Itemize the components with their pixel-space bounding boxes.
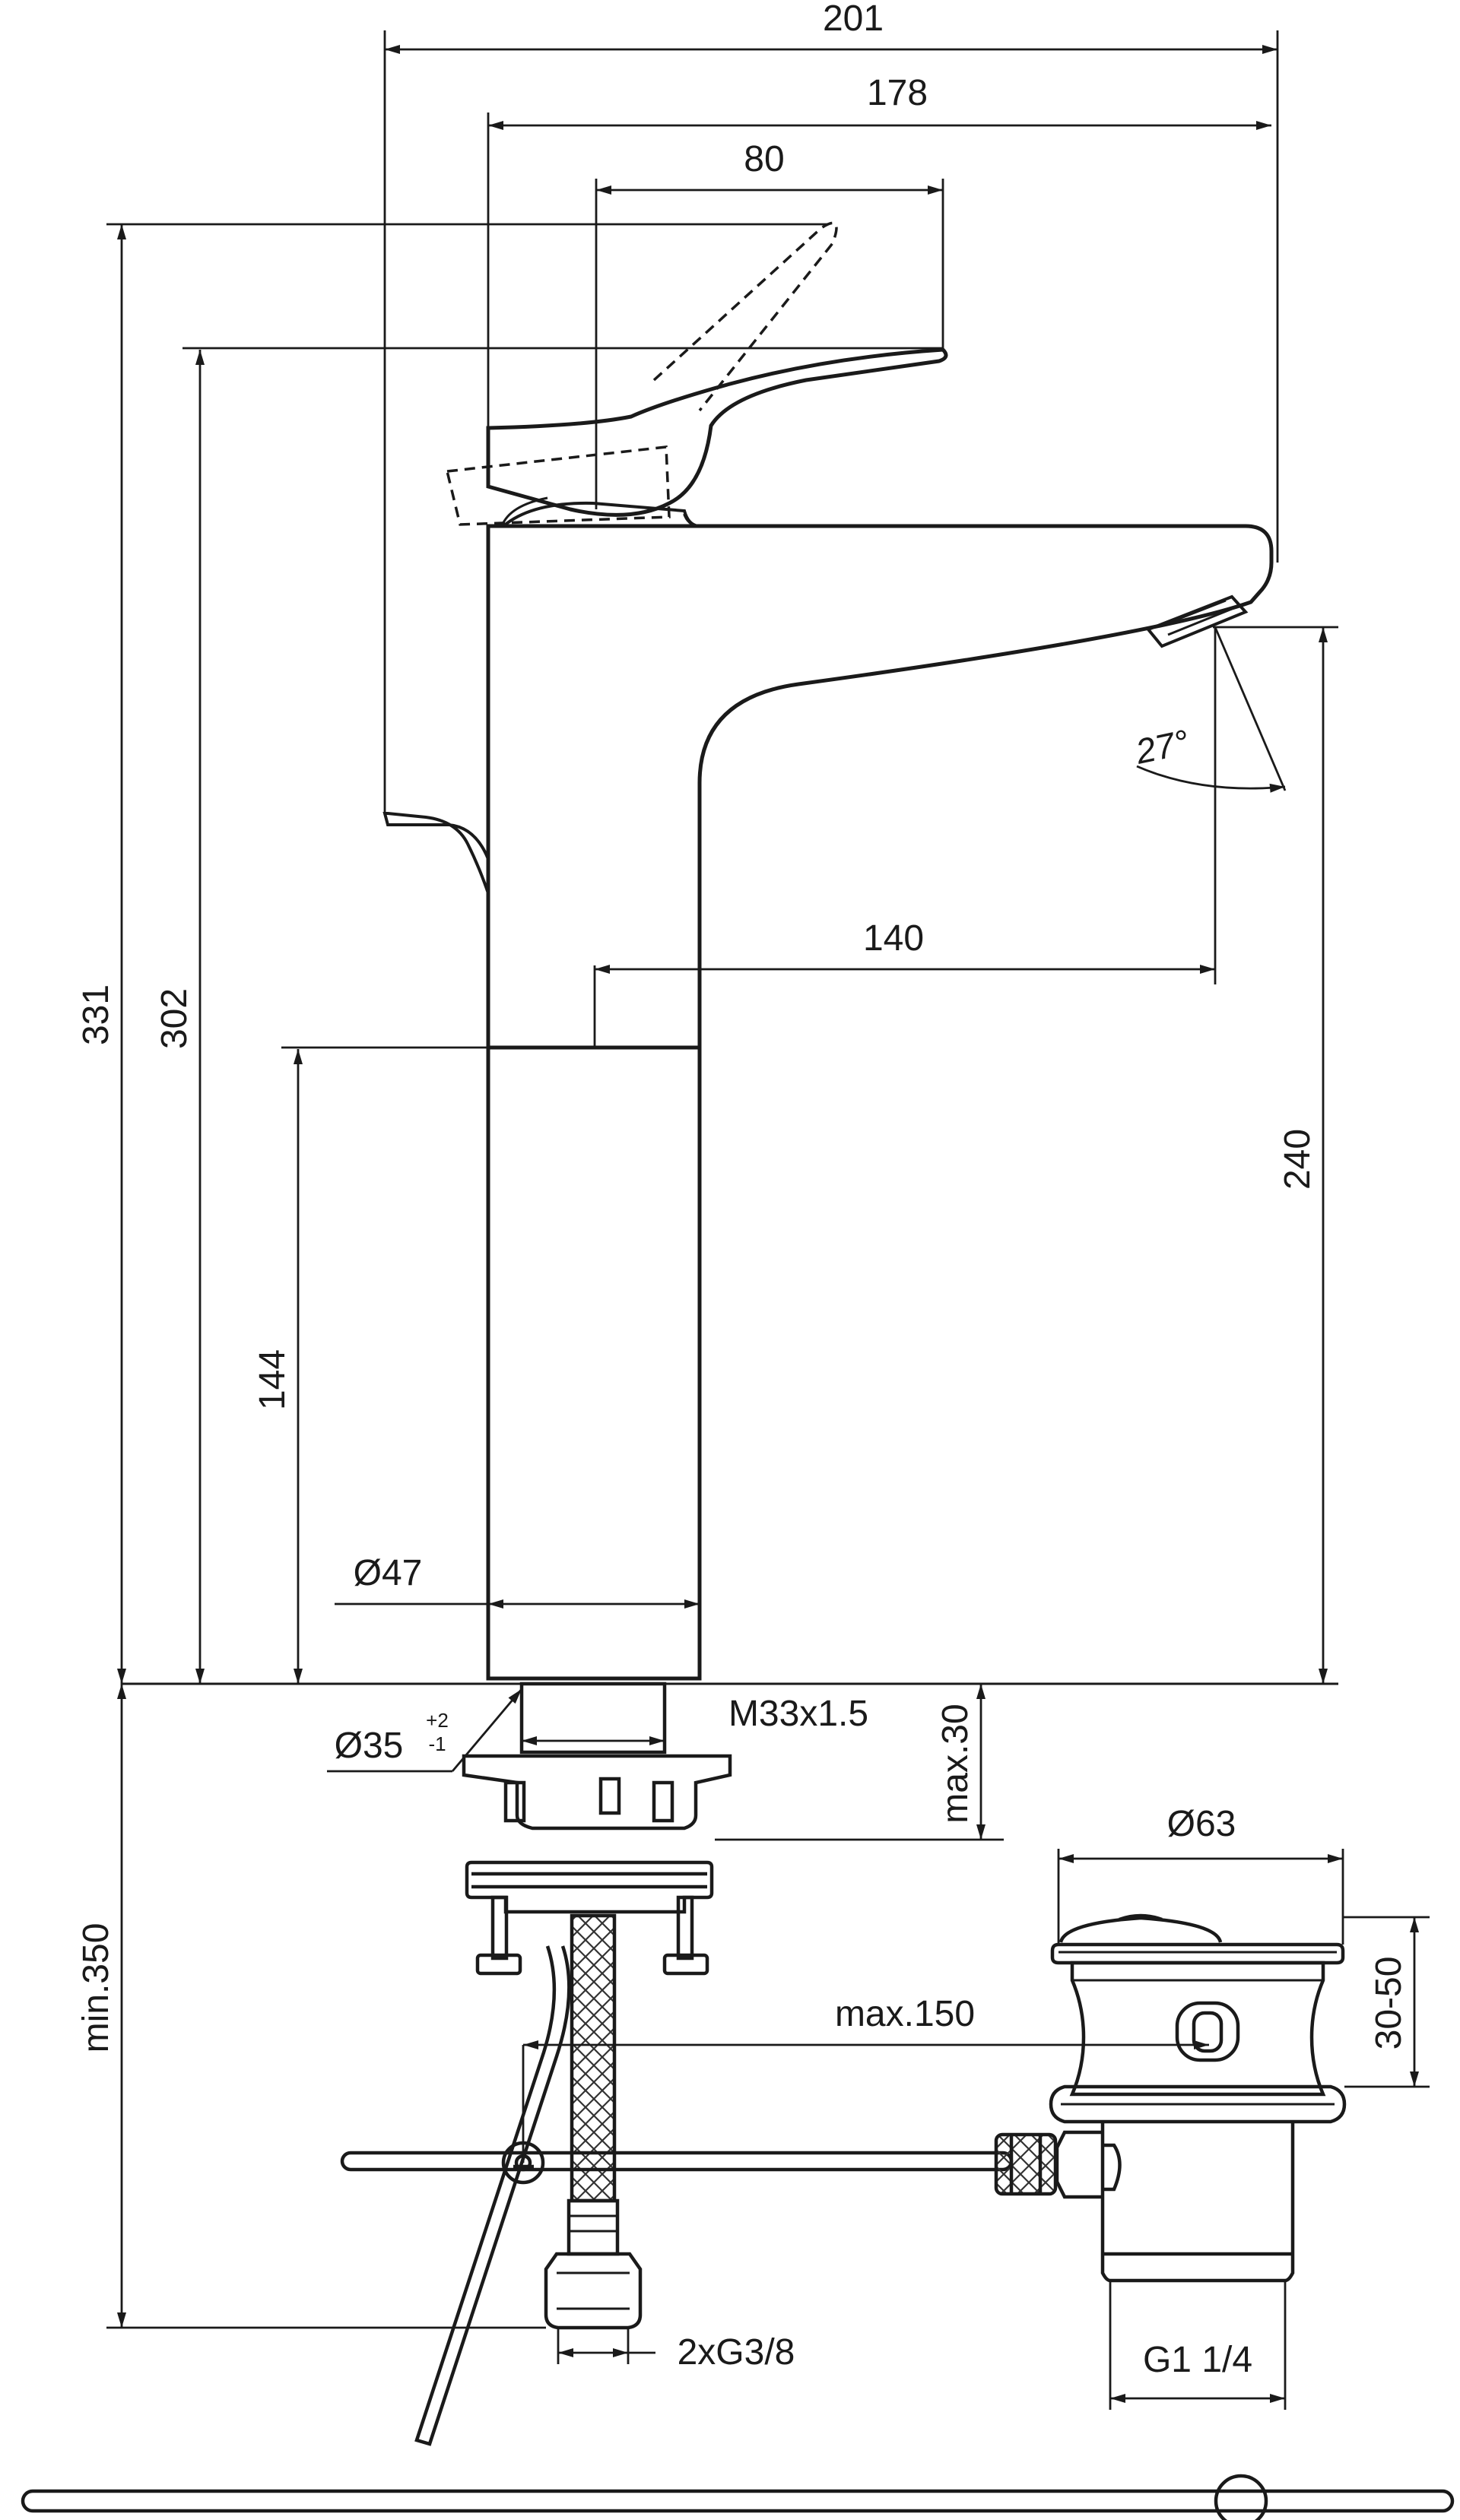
- dim-diameter-47: Ø47: [354, 1553, 423, 1593]
- base-rod: [21, 2474, 1455, 2520]
- drain-rod-lever: [382, 812, 490, 894]
- dim-max-150: max.150: [835, 1994, 975, 2034]
- braided-hose: [544, 1913, 643, 2330]
- lever-handle: [486, 347, 948, 528]
- dim-178: 178: [867, 73, 928, 113]
- lever-open-position: [445, 221, 838, 526]
- dim-240: 240: [1278, 1129, 1318, 1190]
- dim-140: 140: [863, 918, 924, 959]
- pop-up-waste: [994, 1913, 1347, 2283]
- dim-diameter-35: Ø35: [335, 1726, 404, 1766]
- dim-tolerance-plus: +2: [426, 1709, 449, 1732]
- dim-201: 201: [823, 0, 884, 39]
- dim-g114: G1 1/4: [1143, 2340, 1252, 2380]
- dim-302: 302: [154, 988, 195, 1049]
- aerator: [1145, 594, 1249, 648]
- dim-tolerance-minus: -1: [428, 1732, 446, 1755]
- dim-diameter-63: Ø63: [1167, 1804, 1236, 1844]
- dimension-labels: 201 178 80 331 302 144 140 240 27° Ø47 Ø…: [76, 0, 1409, 2380]
- mounting-assembly: [462, 1682, 732, 1976]
- dim-331: 331: [76, 984, 116, 1045]
- dim-angle-27: 27°: [1132, 722, 1192, 772]
- dim-min-350: min.350: [76, 1923, 116, 2053]
- dim-2xg38: 2xG3/8: [678, 2332, 795, 2373]
- dim-144: 144: [252, 1349, 293, 1410]
- dim-max-30: max.30: [935, 1704, 976, 1823]
- dimension-lines: [106, 30, 1430, 2410]
- dim-thread-m33: M33x1.5: [728, 1694, 868, 1734]
- faucet-body: [382, 347, 1274, 1681]
- dim-30-50: 30-50: [1369, 1957, 1409, 2050]
- dim-80: 80: [744, 139, 784, 179]
